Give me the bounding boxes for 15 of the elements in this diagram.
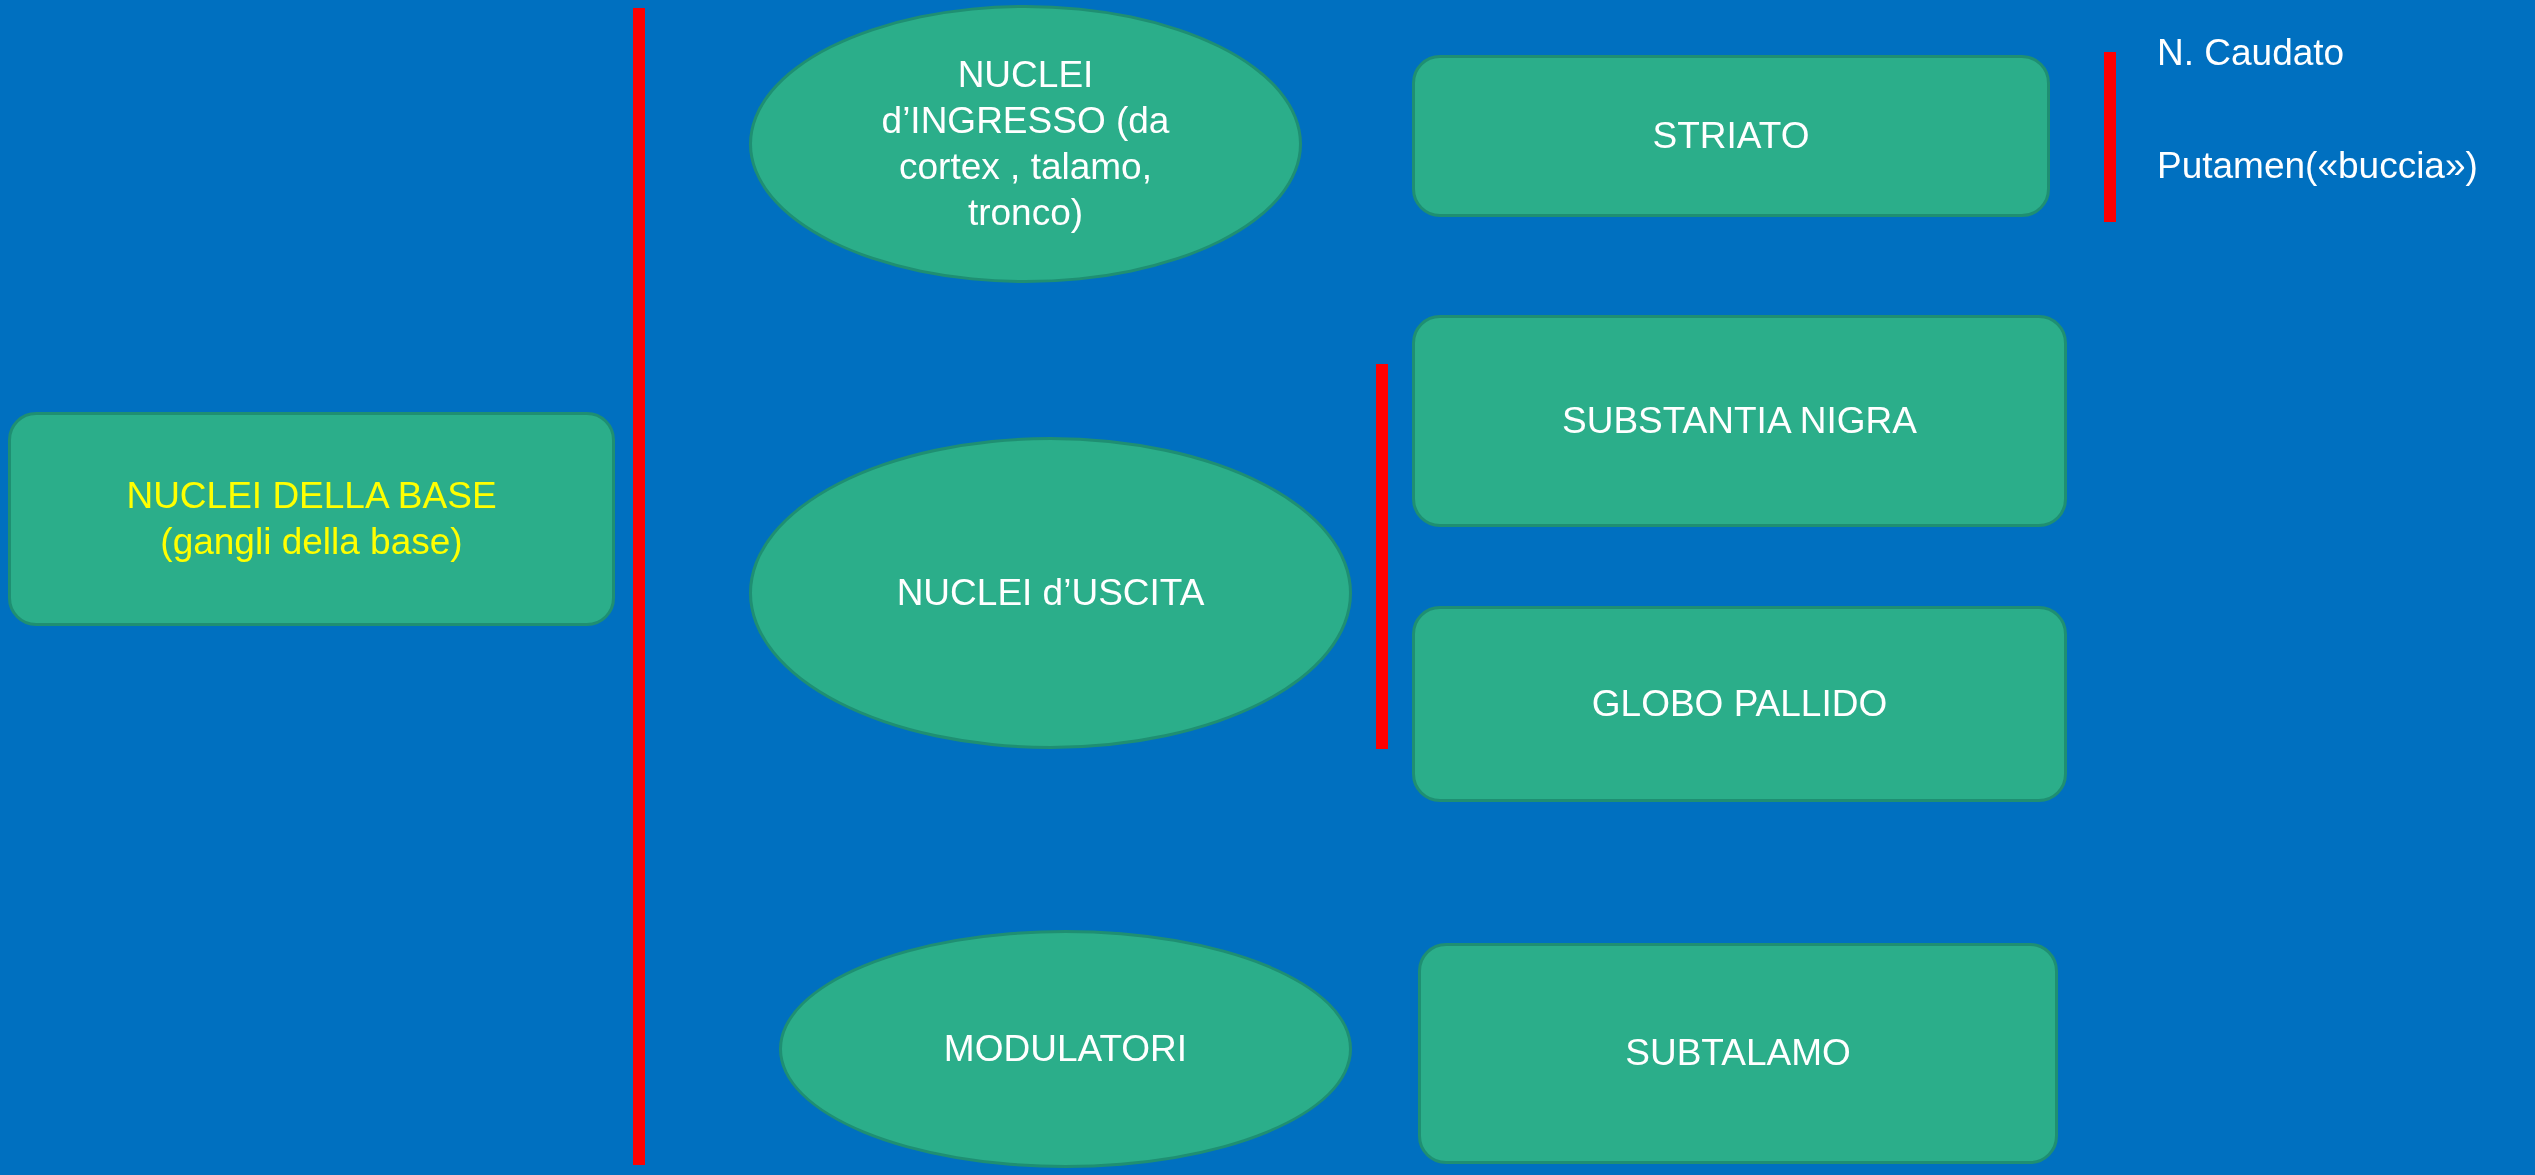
structure-box bbox=[1418, 943, 2058, 1164]
structure-box bbox=[1412, 55, 2050, 217]
structure-box bbox=[1412, 315, 2067, 527]
node-label: NUCLEI d’INGRESSO (da cortex , talamo, tronco) bbox=[880, 52, 1171, 236]
node-label: SUBTALAMO bbox=[1625, 1031, 1851, 1076]
part-label: Putamen(«buccia») bbox=[2157, 145, 2478, 187]
node-label: STRIATO bbox=[1652, 113, 1810, 158]
structure-box bbox=[1412, 606, 2067, 802]
node-label: SUBSTANTIA NIGRA bbox=[1562, 398, 1917, 443]
node-label: NUCLEI d’USCITA bbox=[896, 570, 1205, 615]
node-label: GLOBO PALLIDO bbox=[1591, 681, 1888, 726]
part-label: N. Caudato bbox=[2157, 32, 2345, 74]
node-label: MODULATORI bbox=[943, 1026, 1188, 1071]
category-box bbox=[8, 412, 615, 626]
node-label: NUCLEI DELLA BASE (gangli della base) bbox=[125, 473, 498, 564]
